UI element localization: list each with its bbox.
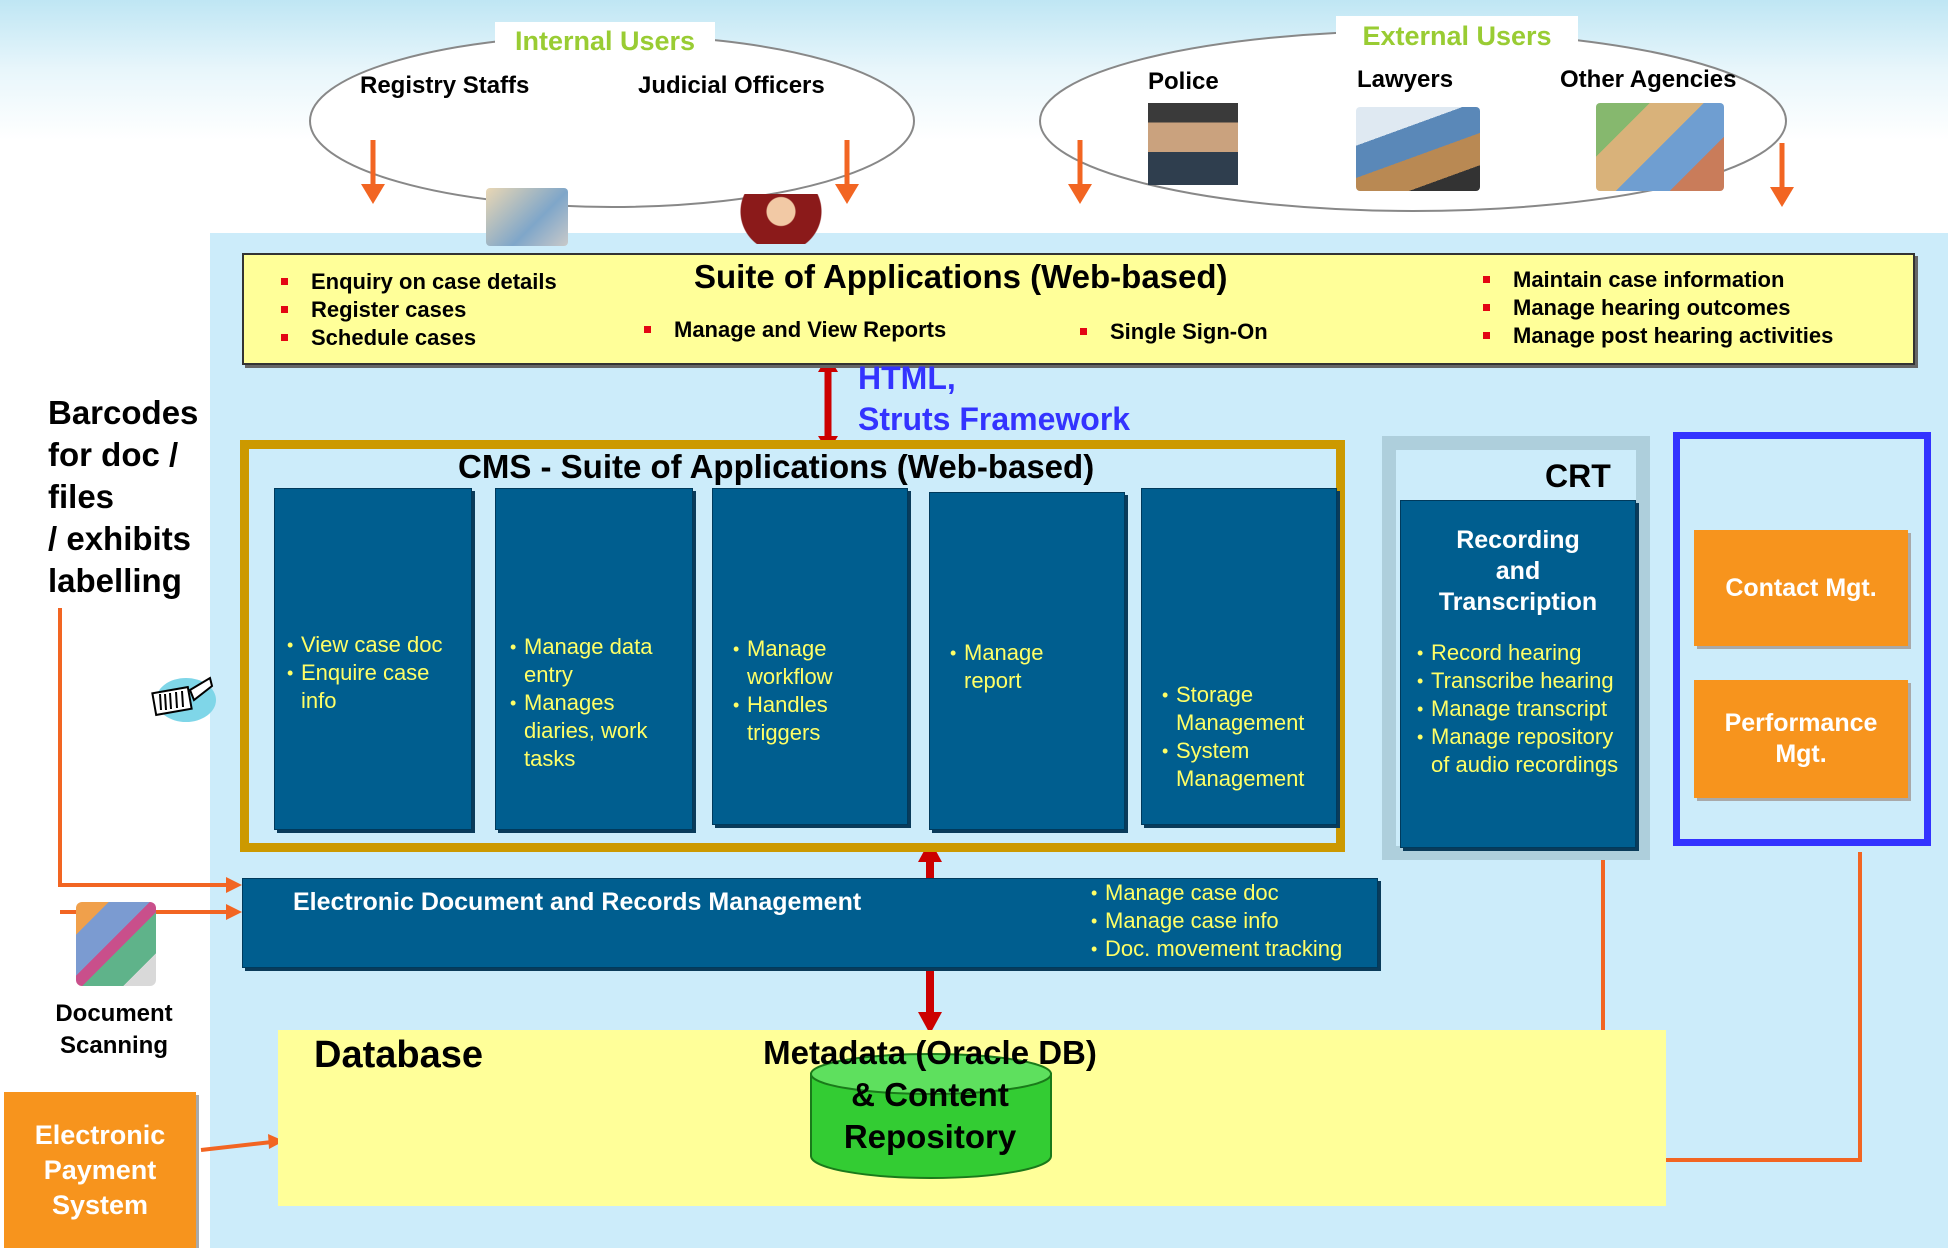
edrm-title: Electronic Document and Records Manageme… (293, 888, 862, 916)
suite-item: Single Sign-On (1076, 318, 1268, 346)
barcodes-line: files (48, 478, 115, 515)
crt-item: Record hearing (1417, 639, 1631, 667)
external-users-title: External Users (1336, 16, 1578, 56)
module-item: Enquire case info (287, 659, 457, 715)
protocol-line-1: HTML, (858, 360, 956, 396)
police-photo (1148, 103, 1238, 185)
crt-box-title: Recording and Transcription (1401, 525, 1635, 618)
registry-staff-clipart (486, 188, 568, 246)
module-list: Manage data entry Manages diaries, work … (510, 633, 660, 773)
lawyer-clipart (1356, 107, 1480, 191)
payment-line: System (51, 1189, 149, 1220)
barcodes-line: Barcodes (48, 394, 199, 431)
document-scanning-clipart (76, 902, 156, 986)
crt-box-title-line: Transcription (1438, 588, 1598, 616)
crt-item: Manage repository of audio recordings (1417, 723, 1631, 779)
repository-cylinder (810, 1053, 1052, 1179)
edrm-item: Doc. movement tracking (1091, 935, 1342, 963)
suite-left-list: Enquiry on case details Register cases S… (277, 268, 557, 352)
scanning-line: Scanning (59, 1032, 168, 1059)
cms-module-storage: Storage Management System Management (1141, 488, 1337, 825)
performance-line: Performance (1724, 709, 1878, 737)
crt-title: CRT (1545, 458, 1611, 494)
protocol-line-2: Struts Framework (858, 401, 1131, 437)
edrm-item: Manage case info (1091, 907, 1342, 935)
crt-box-title-line: and (1495, 557, 1541, 585)
module-list: Storage Management System Management (1162, 681, 1332, 793)
module-item: Handles triggers (733, 691, 883, 747)
module-list: View case doc Enquire case info (287, 631, 457, 715)
module-item: Manage data entry (510, 633, 660, 689)
scanning-line: Document (55, 1000, 173, 1027)
cms-module-workflow: Manage workflow Handles triggers (712, 488, 908, 825)
suite-title: Suite of Applications (Web-based) (694, 258, 1228, 295)
suite-item: Manage hearing outcomes (1479, 294, 1833, 322)
database-title: Database (314, 1034, 483, 1076)
performance-mgt-box: Performance Mgt. (1694, 680, 1908, 798)
performance-line: Mgt. (1775, 740, 1827, 768)
suite-item: Schedule cases (277, 324, 557, 352)
judicial-officer-clipart (740, 194, 822, 244)
metadata-label: Metadata (Oracle DB) & Content Repositor… (700, 1032, 1160, 1158)
module-item: Manages diaries, work tasks (510, 689, 660, 773)
cms-title: CMS - Suite of Applications (Web-based) (458, 448, 1095, 485)
suite-item: Maintain case information (1479, 266, 1833, 294)
barcodes-line: labelling (48, 562, 182, 599)
agencies-clipart (1596, 103, 1724, 191)
internal-users-ellipse (309, 34, 915, 208)
suite-item: Manage and View Reports (640, 316, 946, 344)
edrm-item: Manage case doc (1091, 879, 1342, 907)
barcode-scanner-icon (146, 660, 218, 732)
metadata-line: Metadata (Oracle DB) (763, 1034, 1097, 1071)
module-item: System Management (1162, 737, 1332, 793)
barcodes-line: for doc / (48, 436, 179, 473)
edrm-bar: Electronic Document and Records Manageme… (242, 878, 1378, 968)
module-list: Manage workflow Handles triggers (733, 635, 883, 747)
suite-right-list: Maintain case information Manage hearing… (1479, 266, 1833, 350)
electronic-payment-box: Electronic Payment System (4, 1092, 196, 1248)
judicial-officers-label: Judicial Officers (638, 72, 825, 99)
suite-mid-list-2: Single Sign-On (1076, 318, 1268, 346)
cms-module-report: Manage report (929, 492, 1125, 830)
payment-line: Electronic (34, 1119, 166, 1150)
metadata-line: & Content (851, 1076, 1009, 1113)
suite-item: Register cases (277, 296, 557, 324)
lawyers-label: Lawyers (1357, 66, 1454, 93)
crt-list: Record hearing Transcribe hearing Manage… (1417, 639, 1631, 779)
other-agencies-label: Other Agencies (1560, 66, 1737, 93)
protocol-label: HTML, Struts Framework (858, 358, 1130, 440)
crt-item: Manage transcript (1417, 695, 1631, 723)
internal-users-title: Internal Users (495, 22, 715, 60)
police-label: Police (1148, 68, 1219, 95)
registry-staffs-label: Registry Staffs (360, 72, 530, 99)
metadata-line: Repository (843, 1118, 1017, 1155)
document-scanning-label: Document Scanning (44, 998, 184, 1062)
module-item: Storage Management (1162, 681, 1332, 737)
suite-item: Manage post hearing activities (1479, 322, 1833, 350)
suite-mid-list-1: Manage and View Reports (640, 316, 946, 344)
barcodes-label: Barcodes for doc / files / exhibits labe… (48, 392, 198, 602)
crt-box-title-line: Recording (1456, 526, 1580, 554)
suite-of-applications-bar (242, 253, 1915, 365)
module-item: Manage report (950, 639, 1100, 695)
crt-recording-box: Recording and Transcription Record heari… (1400, 500, 1636, 848)
contact-mgt-box: Contact Mgt. (1694, 530, 1908, 646)
cms-module-data-entry: Manage data entry Manages diaries, work … (495, 488, 693, 830)
module-item: View case doc (287, 631, 457, 659)
module-list: Manage report (950, 639, 1100, 695)
suite-item: Enquiry on case details (277, 268, 557, 296)
cms-module-case-doc: View case doc Enquire case info (274, 488, 472, 830)
edrm-list: Manage case doc Manage case info Doc. mo… (1091, 879, 1342, 963)
payment-line: Payment (43, 1154, 157, 1185)
barcodes-line: / exhibits (48, 520, 192, 557)
crt-item: Transcribe hearing (1417, 667, 1631, 695)
module-item: Manage workflow (733, 635, 883, 691)
management-container (1673, 432, 1931, 846)
